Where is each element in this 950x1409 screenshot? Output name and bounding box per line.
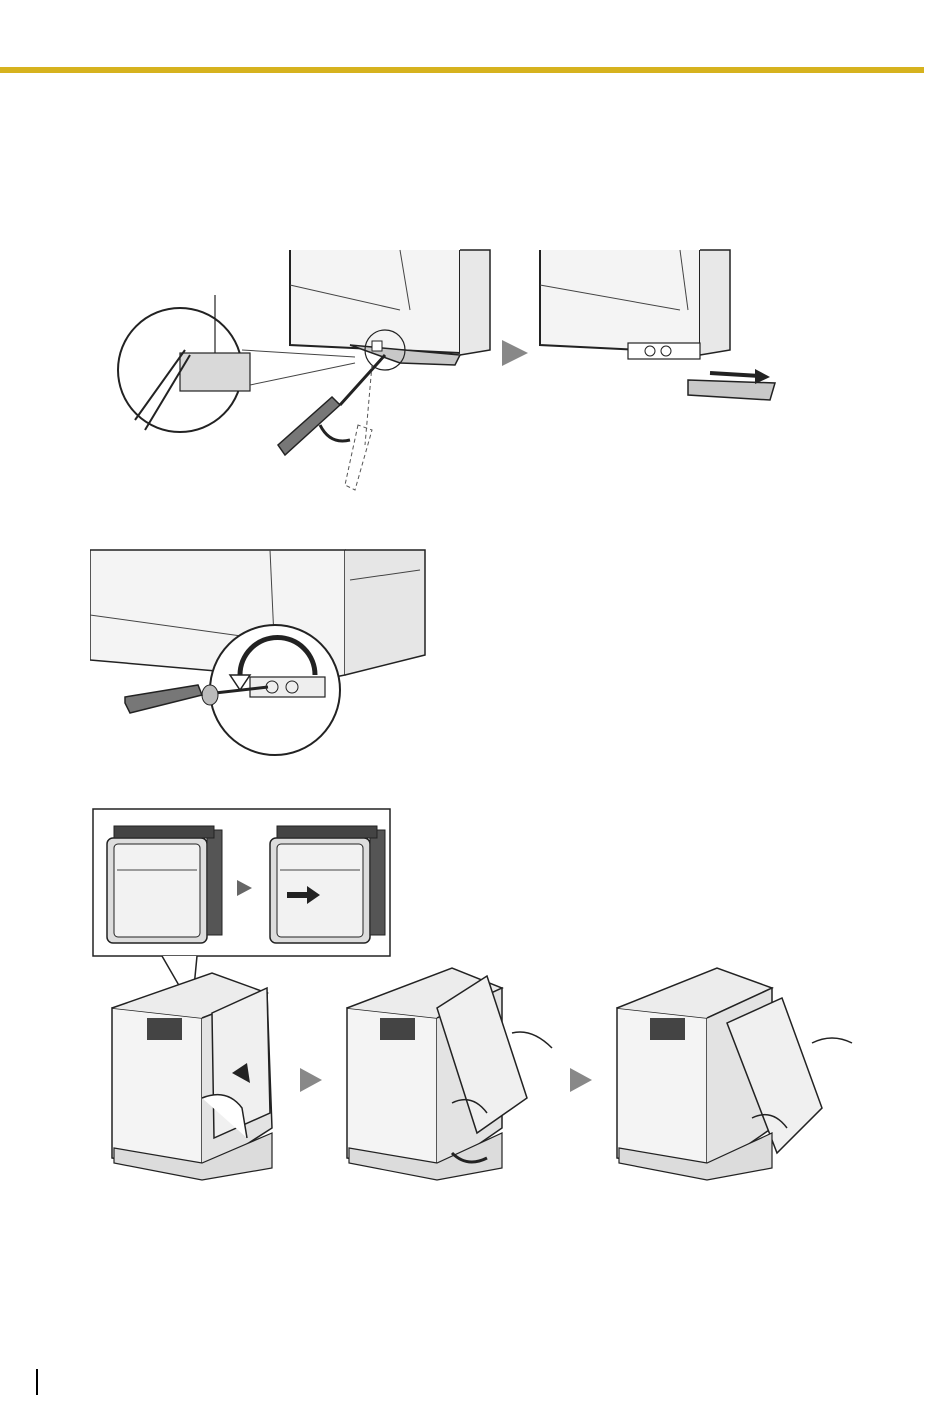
cabinet-icon [107, 826, 222, 943]
cabinet-illustration [290, 250, 490, 365]
figure-loosen-screw [90, 545, 430, 765]
figure-remove-front-cover [92, 808, 862, 1188]
next-step-arrow-icon [300, 1068, 322, 1092]
cabinet-illustration-cover-removed [540, 250, 775, 400]
cabinet-step-b [347, 968, 552, 1180]
next-step-arrow-icon [570, 1068, 592, 1092]
page-margin-mark [36, 1369, 38, 1395]
cabinet-icon [270, 826, 385, 943]
hand-icon [812, 1038, 852, 1043]
cabinet-step-a [112, 973, 272, 1180]
screwdriver-icon [278, 355, 385, 490]
cabinet-step-c [617, 968, 852, 1180]
hand-icon [512, 1032, 552, 1048]
header-rule [0, 67, 924, 73]
figure-remove-bottom-cover [110, 245, 790, 495]
next-step-arrow-icon [502, 340, 528, 366]
arrow-icon [320, 425, 350, 441]
